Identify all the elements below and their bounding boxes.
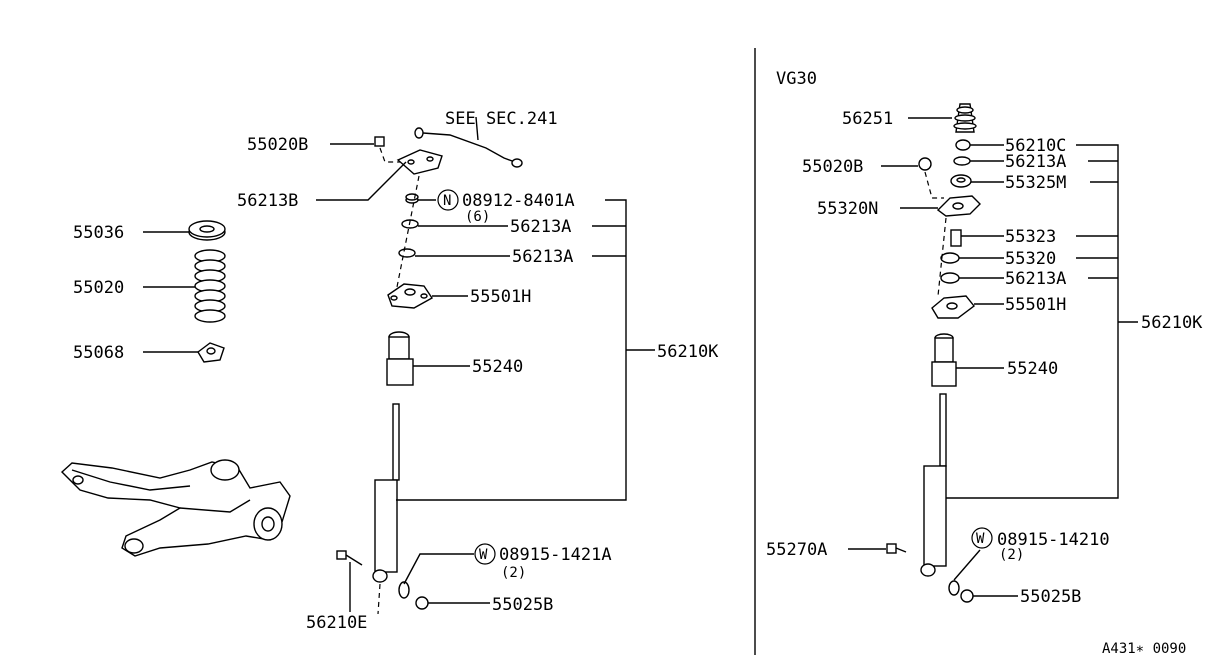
spring-insulator-55068: [197, 342, 225, 363]
bump-stop-55240-right: [931, 333, 957, 387]
mount-55320n: [936, 195, 981, 217]
spring-seat-55036: [188, 220, 226, 241]
nut-55025b: [415, 596, 429, 610]
bolt-55270a: [886, 543, 907, 554]
label-56213a-1: 56213A: [510, 217, 571, 237]
trailing-arm-drawing: [60, 459, 291, 557]
label-08915-1421a: 08915-1421A: [499, 545, 612, 565]
washer-56213a-2: [398, 248, 416, 258]
shock-absorber-right: [920, 393, 947, 577]
label-56213a-right: 56213A: [1005, 269, 1066, 289]
coil-spring-55020: [194, 249, 226, 323]
label-55025b: 55025B: [492, 595, 553, 615]
mount-plate-56213b: [396, 149, 443, 175]
label-56213a-2: 56213A: [512, 247, 573, 267]
label-56213a-top: 56213A: [1005, 152, 1066, 172]
label-56213b: 56213B: [237, 191, 298, 211]
mount-55501h: [387, 283, 434, 309]
label-qty-2: (2): [501, 565, 526, 581]
label-55020b-right: 55020B: [802, 157, 863, 177]
mount-55501h-right: [931, 295, 975, 319]
washer-55320: [940, 252, 960, 264]
label-56251: 56251: [842, 109, 893, 129]
label-55323: 55323: [1005, 227, 1056, 247]
washer-56213a-top: [953, 156, 971, 166]
footer-code: A431∗ 0090: [1102, 641, 1186, 657]
washer-08915-right: [948, 580, 960, 596]
nut-55020b-right: [918, 157, 932, 171]
label-55320n: 55320N: [817, 199, 878, 219]
w-mark: W: [479, 547, 488, 563]
label-55240: 55240: [472, 357, 523, 377]
label-55501h-right: 55501H: [1005, 295, 1066, 315]
label-55270a: 55270A: [766, 540, 827, 560]
label-55020b: 55020B: [247, 135, 308, 155]
label-56210k-right: 56210K: [1141, 313, 1203, 333]
label-55020: 55020: [73, 278, 124, 298]
label-qty-6: (6): [465, 209, 490, 225]
label-08915-14210: 08915-14210: [997, 530, 1110, 550]
n-mark: N: [443, 193, 451, 209]
nut-55020b: [374, 136, 385, 147]
label-55501h: 55501H: [470, 287, 531, 307]
label-56210e: 56210E: [306, 613, 367, 633]
washer-56210c: [955, 139, 971, 151]
label-see-sec241: SEE SEC.241: [445, 109, 558, 129]
label-56210k: 56210K: [657, 342, 719, 362]
bump-stop-55240: [386, 331, 414, 386]
bolt-56210e: [336, 550, 363, 566]
label-08912-8401a: 08912-8401A: [462, 191, 575, 211]
bushing-55325m: [950, 174, 972, 188]
label-qty-2-right: (2): [999, 547, 1024, 563]
label-55325m: 55325M: [1005, 173, 1066, 193]
label-vg30: VG30: [776, 69, 817, 89]
shock-absorber: [372, 403, 400, 583]
label-55068: 55068: [73, 343, 124, 363]
label-55240-right: 55240: [1007, 359, 1058, 379]
nut-08912: [405, 193, 419, 204]
label-56210c: 56210C: [1005, 136, 1066, 156]
right-panel: VG30: [766, 69, 1203, 607]
washer-08915: [398, 581, 410, 599]
spacer-55323: [950, 229, 962, 247]
w-mark-right: W: [976, 531, 985, 547]
label-55025b-right: 55025B: [1020, 587, 1081, 607]
washer-56213a-right: [940, 272, 960, 284]
label-55036: 55036: [73, 223, 124, 243]
left-panel: SEE SEC.241 55020B 56213B N 08912-8401A …: [60, 109, 719, 633]
dust-cover-56251: [953, 103, 977, 133]
nut-55025b-right: [960, 589, 974, 603]
hose-sec241: [414, 127, 523, 168]
label-55320: 55320: [1005, 249, 1056, 269]
